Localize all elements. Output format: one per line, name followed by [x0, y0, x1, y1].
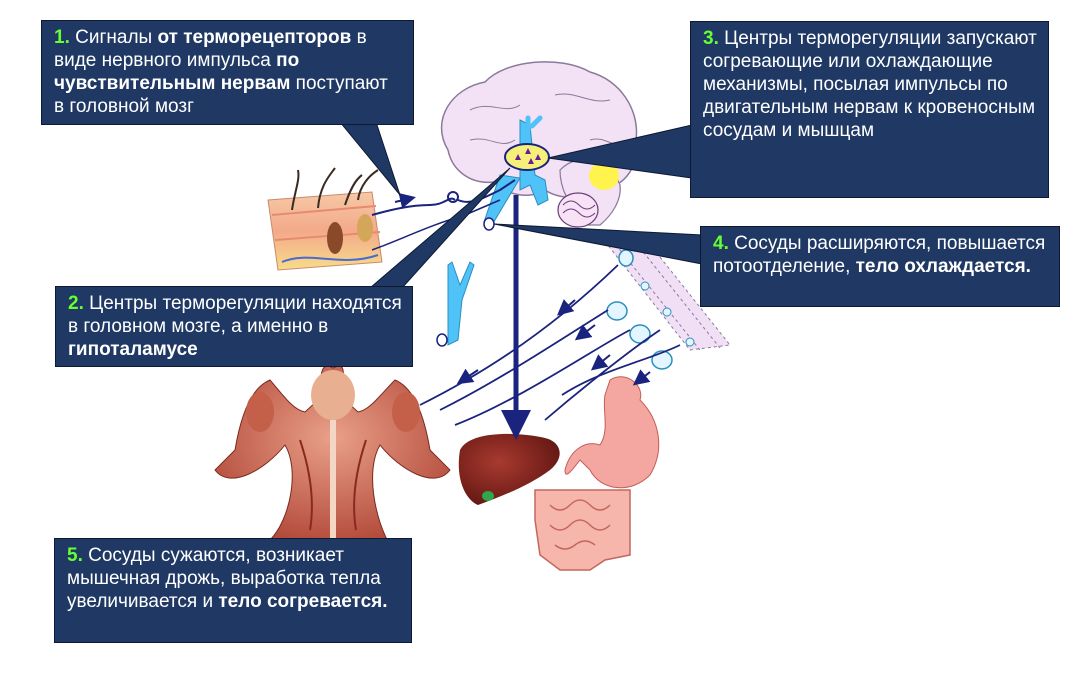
hypothalamus-illustration — [504, 143, 550, 171]
callout-text: Сигналы — [69, 27, 158, 48]
callout-text: Центры терморегуляции находятся в головн… — [68, 293, 402, 337]
sensory-nerve-line — [371, 197, 456, 216]
step-number: 3. — [703, 28, 719, 49]
step-number: 1. — [54, 27, 70, 48]
callout-4: 4. Сосуды расширяются, повышается потоот… — [700, 226, 1060, 307]
callout-text: Сосуды сужаются, возникает мышечная дрож… — [67, 545, 381, 612]
callout-emphasis-text: гипоталамусе — [68, 339, 198, 360]
callout-text: поступают в головной мозг — [54, 73, 388, 117]
callout-emphasis-text: тело охлаждается. — [855, 256, 1031, 277]
intestine-illustration — [534, 489, 631, 571]
callout-emphasis-text: тело согревается. — [218, 591, 388, 612]
step-number: 2. — [68, 293, 84, 314]
callout-1: 1. Сигналы от терморецепторов в виде нер… — [41, 20, 414, 125]
stomach-illustration — [564, 376, 660, 489]
step-number: 5. — [67, 545, 83, 566]
callout-5: 5. Сосуды сужаются, возникает мышечная д… — [54, 538, 412, 643]
cerebellum-illustration — [557, 192, 599, 228]
pituitary-vessel-illustration — [447, 261, 475, 346]
callout-text: в виде нервного импульса — [54, 27, 367, 71]
yellow-gland-illustration — [589, 162, 619, 190]
muscular-back-illustration — [214, 365, 451, 546]
callout-emphasis-text: по чувствительным нервам — [54, 50, 300, 94]
liver-illustration — [458, 433, 560, 505]
callout-1-pointer — [338, 121, 401, 196]
sensory-nerve-arrow — [394, 192, 416, 209]
callout-2: 2. Центры терморегуляции находятся в гол… — [55, 286, 413, 367]
callout-emphasis-text: от терморецепторов — [157, 27, 352, 48]
callout-4-pointer — [493, 223, 703, 265]
skin-illustration — [267, 167, 383, 271]
callout-text: Сосуды расширяются, повышается потоотдел… — [713, 233, 1046, 277]
callout-3: 3. Центры терморегуляции запускают согре… — [690, 21, 1049, 198]
callout-text: Центры терморегуляции запускают согреваю… — [703, 28, 1037, 141]
step-number: 4. — [713, 233, 729, 254]
motor-nerve-lines — [419, 264, 681, 426]
brain-illustration — [440, 61, 638, 231]
